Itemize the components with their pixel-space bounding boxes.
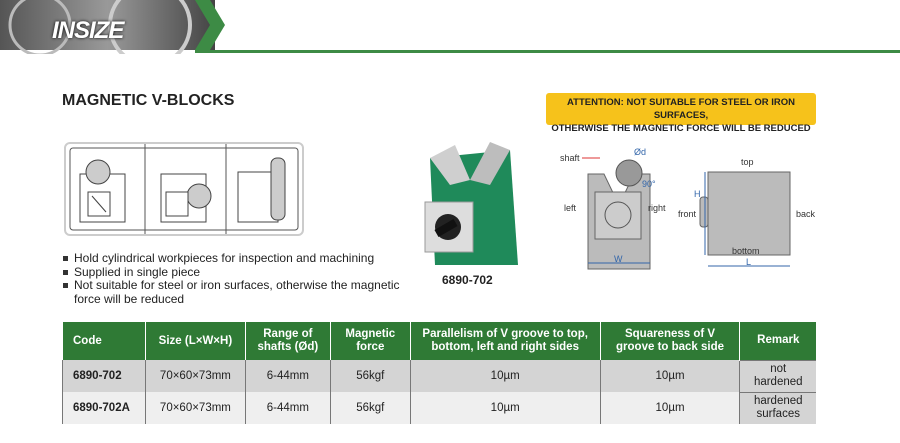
cell-force: 56kgf (329, 392, 411, 424)
feature-item: Supplied in single piece (62, 265, 402, 280)
page-title: MAGNETIC V-BLOCKS (62, 92, 235, 109)
cell-size: 70×60×73mm (144, 392, 246, 424)
dimension-diagram: shaft Ød 90° left right W top front back… (560, 147, 816, 270)
label-left: left (564, 203, 577, 213)
insize-logo: INSIZE (52, 17, 124, 44)
label-h: H (694, 189, 701, 199)
label-back: back (796, 209, 816, 219)
label-diameter: Ød (634, 147, 646, 157)
table-row: 6890-702 70×60×73mm 6-44mm 56kgf 10µm 10… (62, 359, 816, 392)
product-image (424, 142, 518, 265)
label-angle: 90° (642, 179, 656, 189)
col-code: Code (62, 322, 146, 360)
col-parallelism: Parallelism of V groove to top,bottom, l… (409, 322, 601, 360)
cell-parallelism: 10µm (409, 360, 601, 392)
attention-line-2: OTHERWISE THE MAGNETIC FORCE WILL BE RED… (551, 123, 811, 134)
attention-line-1: ATTENTION: NOT SUITABLE FOR STEEL OR IRO… (567, 97, 795, 121)
label-l: L (746, 257, 751, 267)
feature-item: Not suitable for steel or iron surfaces,… (62, 278, 402, 306)
cell-squareness: 10µm (599, 360, 740, 392)
cell-squareness: 10µm (599, 392, 740, 424)
col-size: Size (L×W×H) (144, 322, 246, 360)
cell-size: 70×60×73mm (144, 360, 246, 392)
product-code: 6890-702 (442, 273, 493, 287)
cell-force: 56kgf (329, 360, 411, 392)
cell-parallelism: 10µm (409, 392, 601, 424)
pictogram-icons (69, 144, 299, 234)
label-w: W (614, 254, 623, 264)
label-top: top (741, 157, 754, 167)
feature-item: Hold cylindrical workpieces for inspecti… (62, 251, 402, 266)
cell-code: 6890-702A (62, 392, 146, 424)
cell-code: 6890-702 (62, 360, 146, 392)
banner-graphic (0, 0, 900, 67)
cell-range: 6-44mm (244, 360, 331, 392)
attention-notice: ATTENTION: NOT SUITABLE FOR STEEL OR IRO… (546, 93, 816, 134)
col-remark: Remark (739, 322, 816, 360)
label-front: front (678, 209, 697, 219)
cell-range: 6-44mm (244, 392, 331, 424)
label-right: right (648, 203, 666, 213)
feature-list: Hold cylindrical workpieces for inspecti… (62, 251, 402, 306)
header-banner: INSIZE (0, 0, 900, 67)
label-bottom: bottom (732, 246, 760, 256)
usage-pictograms (64, 142, 304, 236)
label-shaft: shaft (560, 153, 580, 163)
table-row: 6890-702A 70×60×73mm 6-44mm 56kgf 10µm 1… (62, 391, 816, 424)
